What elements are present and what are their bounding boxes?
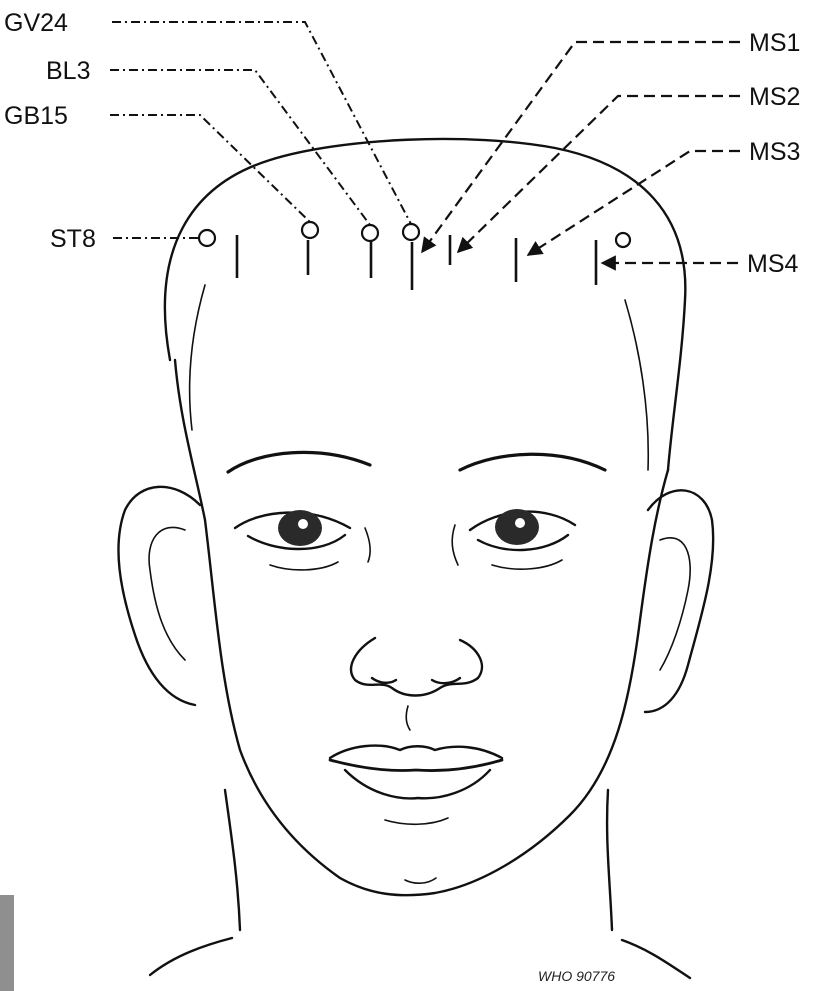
ms-line-ticks <box>237 235 596 290</box>
lower-lip <box>345 770 490 798</box>
hairline-left <box>190 285 205 430</box>
nostril-left <box>372 678 396 683</box>
label-gb15: GB15 <box>4 102 68 130</box>
nostril-right <box>432 678 460 683</box>
hairline-right <box>625 300 648 470</box>
label-ms2: MS2 <box>749 83 800 111</box>
label-ms3: MS3 <box>749 138 800 166</box>
point-st8 <box>199 230 215 246</box>
point-gv24 <box>403 224 419 240</box>
eyebrow-right <box>460 454 605 470</box>
shoulder-left <box>150 938 232 975</box>
chin-dimple <box>405 878 436 883</box>
label-st8: ST8 <box>50 225 96 253</box>
eyebrow-left <box>228 452 370 472</box>
neck-right <box>607 790 612 930</box>
neck-left <box>225 790 240 930</box>
label-gv24: GV24 <box>4 9 68 37</box>
leader-lines <box>110 22 740 263</box>
label-ms1: MS1 <box>749 29 800 57</box>
eye-right-crease <box>492 560 562 569</box>
point-labels: GV24 BL3 GB15 ST8 MS1 MS2 MS3 MS4 <box>4 9 800 278</box>
upper-lip <box>330 746 502 758</box>
point-gb15 <box>302 222 318 238</box>
point-ms4 <box>616 233 630 247</box>
label-bl3: BL3 <box>46 57 90 85</box>
leader-gb15 <box>110 115 310 222</box>
ear-right-inner <box>660 538 690 670</box>
leader-ms3 <box>528 151 740 255</box>
point-bl3 <box>362 225 378 241</box>
face-contour <box>175 360 668 895</box>
shoulder-right <box>622 940 690 978</box>
head-drawing <box>118 139 713 978</box>
label-ms4: MS4 <box>747 250 799 278</box>
lip-line <box>330 760 502 771</box>
ear-left-inner <box>149 527 185 660</box>
nose-bridge-left <box>365 528 370 562</box>
leader-ms2 <box>458 96 740 252</box>
acupoints <box>199 222 630 247</box>
chin-line <box>385 818 448 824</box>
nose <box>351 638 482 696</box>
philtrum <box>406 706 410 730</box>
ear-left <box>118 487 200 705</box>
eye-left-crease <box>270 562 338 570</box>
nose-bridge-right <box>452 525 458 565</box>
figure-credit: WHO 90776 <box>538 968 615 984</box>
head-outline <box>165 139 685 470</box>
leader-gv24 <box>112 22 411 224</box>
scan-shadow <box>0 895 14 991</box>
